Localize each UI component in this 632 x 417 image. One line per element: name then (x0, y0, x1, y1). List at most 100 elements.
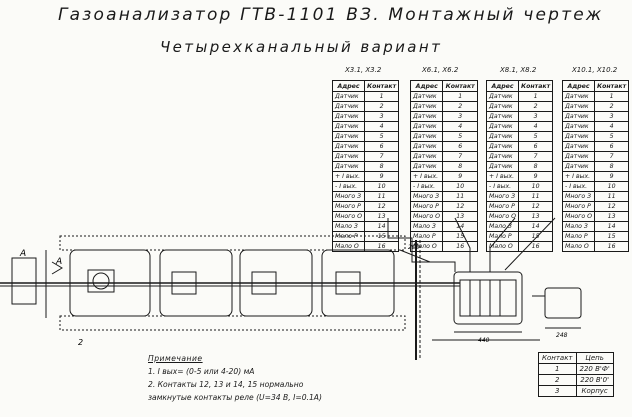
notes-block: Примечание 1. I вых= (0-5 или 4-20) мА 2… (148, 352, 322, 404)
address-cell: Датчик (485, 161, 520, 172)
address-cell: Датчик (331, 131, 366, 142)
contact-cell: 2 (442, 101, 478, 112)
contact-cell: 11 (364, 191, 400, 202)
mark-2: 2 (78, 338, 83, 347)
section-arrow (51, 261, 63, 275)
contact-cell: 3 (364, 111, 400, 122)
address-cell: Мало Р (561, 231, 596, 242)
address-cell: Датчик (485, 141, 520, 152)
contact-cell: 5 (364, 131, 400, 142)
contact-cell: 4 (442, 121, 478, 132)
contact-cell: 9 (594, 171, 630, 182)
address-cell: Датчик (409, 151, 444, 162)
address-cell: Мало Р (485, 231, 520, 242)
contact-cell: 6 (594, 141, 630, 152)
contact-cell: 9 (442, 171, 478, 182)
small-box (544, 287, 582, 319)
table-row: - I вых.10 (409, 181, 478, 192)
address-cell: Много О (331, 211, 366, 222)
contact-cell: 11 (594, 191, 630, 202)
address-cell: Датчик (331, 141, 366, 152)
block-label-x10: X10.1, X10.2 (572, 66, 618, 74)
address-cell: Датчик (409, 111, 444, 122)
contact-cell: 10 (364, 181, 400, 192)
dimension-248: 248 (556, 332, 568, 339)
header-contact: Контакт (364, 80, 400, 92)
address-cell: Датчик (485, 121, 520, 132)
address-cell: Мало О (561, 241, 596, 252)
address-cell: Датчик (485, 111, 520, 122)
address-cell: Датчик (561, 131, 596, 142)
contact-cell: 1 (518, 91, 554, 102)
address-cell: + I вых. (485, 171, 520, 182)
address-cell: Датчик (485, 151, 520, 162)
table-row: + I вых.9 (331, 171, 400, 182)
address-cell: + I вых. (409, 171, 444, 182)
contact-cell: 15 (594, 231, 630, 242)
circuit-header-circuit: Цепь (575, 352, 614, 364)
table-row: - I вых.10 (331, 181, 400, 192)
address-cell: Датчик (409, 161, 444, 172)
contact-cell: 15 (518, 231, 554, 242)
address-cell: Датчик (331, 161, 366, 172)
address-cell: Мало Р (331, 231, 366, 242)
address-cell: Мало З (485, 221, 520, 232)
cabinet-body (453, 271, 523, 325)
wall-band-bottom (59, 315, 406, 331)
contact-cell: 6 (442, 141, 478, 152)
contact-cell: 14 (594, 221, 630, 232)
address-cell: Датчик (409, 141, 444, 152)
address-cell: - I вых. (331, 181, 366, 192)
contact-cell: 6 (518, 141, 554, 152)
circuit-name-cell: Корпус (575, 385, 614, 397)
contact-cell: 16 (518, 241, 554, 252)
circuit-header-contact: Контакт (538, 352, 577, 364)
header-contact: Контакт (442, 80, 478, 92)
address-cell: Много О (485, 211, 520, 222)
contact-cell: 16 (364, 241, 400, 252)
contact-cell: 8 (594, 161, 630, 172)
header-contact: Контакт (518, 80, 554, 92)
circuit-contact-cell: 3 (538, 385, 577, 397)
circuit-name-cell: 220 В'Ф' (575, 363, 614, 375)
address-cell: Мало О (485, 241, 520, 252)
header-contact: Контакт (594, 80, 630, 92)
contact-cell: 2 (594, 101, 630, 112)
dimension-440: 440 (478, 337, 490, 344)
address-cell: Много З (561, 191, 596, 202)
contact-cell: 15 (364, 231, 400, 242)
address-cell: Много Р (409, 201, 444, 212)
contact-cell: 5 (518, 131, 554, 142)
address-cell: - I вых. (409, 181, 444, 192)
cabinet-panel (459, 279, 517, 317)
address-cell: Много Р (561, 201, 596, 212)
contact-cell: 5 (594, 131, 630, 142)
contact-cell: 10 (594, 181, 630, 192)
address-cell: Датчик (409, 121, 444, 132)
contact-cell: 7 (364, 151, 400, 162)
